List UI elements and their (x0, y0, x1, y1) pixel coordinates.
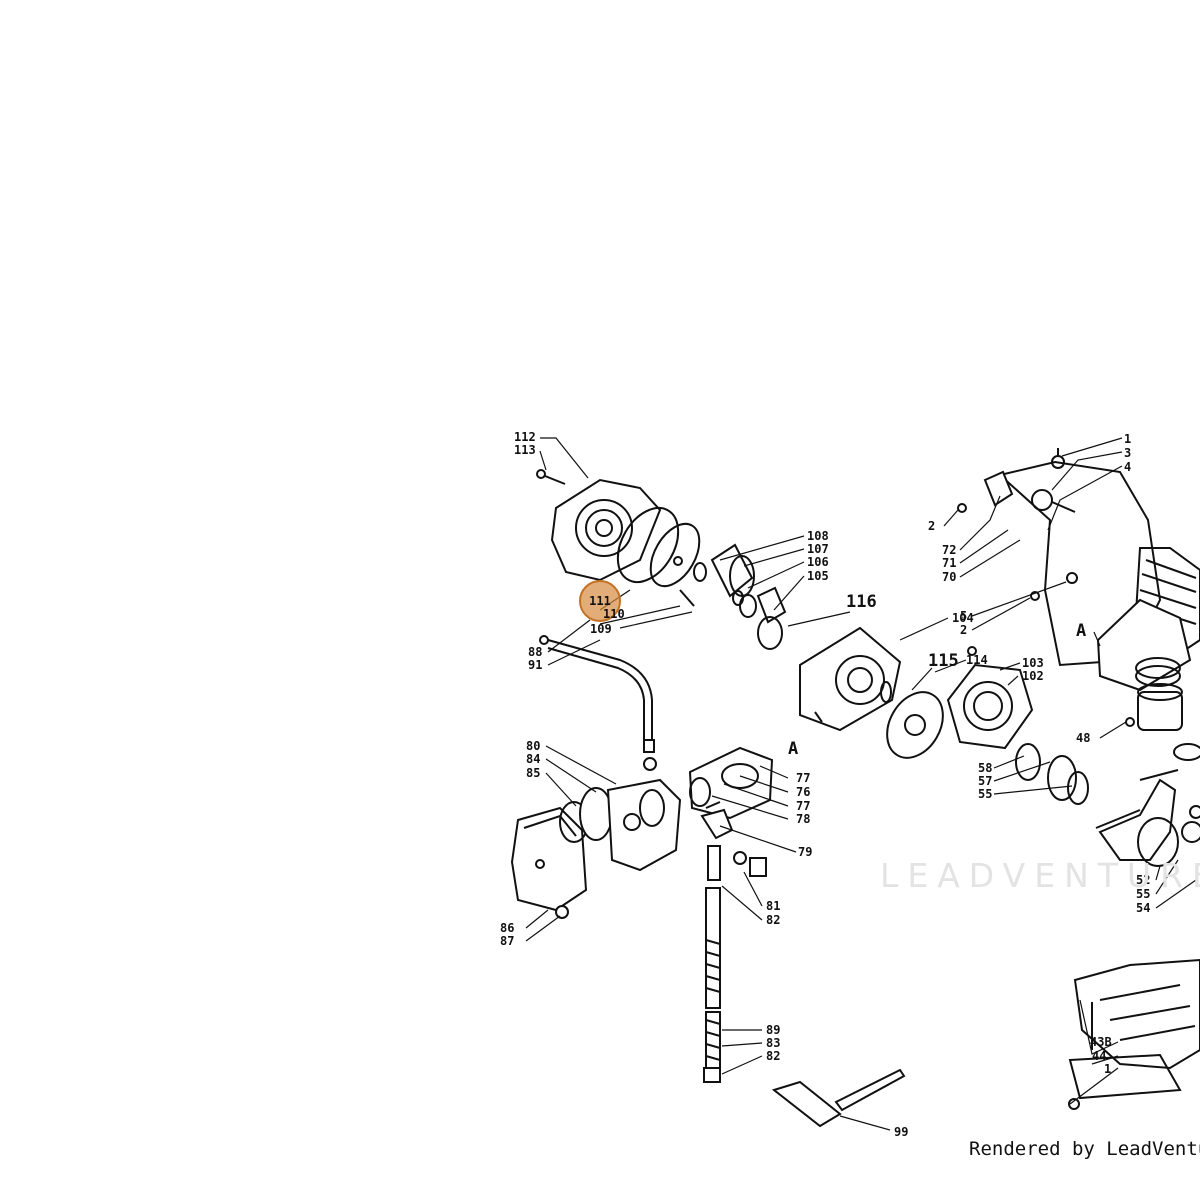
callout-44: 44 (1092, 1049, 1106, 1063)
callout-107: 107 (807, 542, 829, 556)
callout-70: 70 (942, 570, 956, 584)
crankshaft-part (1015, 743, 1200, 867)
callout-76: 76 (796, 785, 810, 799)
magneto-part (880, 681, 944, 759)
callout-103: 103 (1022, 656, 1044, 670)
callout-99: 99 (894, 1125, 908, 1139)
callout-84: 84 (526, 752, 540, 766)
callout-106: 106 (807, 555, 829, 569)
watermark-text: LEADVENTURE (880, 856, 1200, 895)
callout-82-lower: 82 (766, 1049, 780, 1063)
callout-labels: 112 113 109 108 107 106 105 116 104 115 … (500, 430, 1150, 1139)
callout-79: 79 (798, 845, 812, 859)
throttle-lever-part (700, 808, 767, 881)
engine-housing-part (957, 448, 1200, 692)
callout-5: 5 (960, 609, 967, 623)
bearing-housing-part (693, 543, 787, 624)
callout-2-lower: 2 (960, 623, 967, 637)
part-111-hotspot[interactable]: 111 (579, 580, 621, 622)
callout-43B: 43B (1090, 1035, 1112, 1049)
callout-91: 91 (528, 658, 542, 672)
throttle-cable-part (539, 635, 655, 753)
callout-72: 72 (942, 543, 956, 557)
callout-2-upper: 2 (928, 519, 935, 533)
callout-57: 57 (978, 774, 992, 788)
callout-58: 58 (978, 761, 992, 775)
callout-81: 81 (766, 899, 780, 913)
callout-A-engine: A (1076, 621, 1086, 641)
starter-ring-part (616, 507, 680, 583)
callout-109: 109 (590, 622, 612, 636)
callout-48: 48 (1076, 731, 1090, 745)
callout-A-carb: A (788, 739, 798, 759)
air-cleaner-part (510, 806, 588, 919)
callout-104: 104 (952, 611, 974, 625)
callout-87: 87 (500, 934, 514, 948)
callout-85: 85 (526, 766, 540, 780)
callout-4: 4 (1124, 460, 1131, 474)
callout-80: 80 (526, 739, 540, 753)
callout-89: 89 (766, 1023, 780, 1037)
callout-55-left: 55 (978, 787, 992, 801)
render-credit: Rendered by LeadVenture, Inc. (969, 1138, 1200, 1160)
callout-77-upper: 77 (796, 771, 810, 785)
callout-115: 115 (928, 651, 959, 671)
callout-55-right: 55 (1136, 887, 1150, 901)
callout-1-base: 1 (1104, 1062, 1111, 1076)
leader-lines (525, 437, 1197, 1131)
callout-54: 54 (1136, 901, 1150, 915)
callout-86: 86 (500, 921, 514, 935)
drive-shaft-part (703, 887, 721, 1083)
callout-82-upper: 82 (766, 913, 780, 927)
carburetor-part (559, 757, 682, 872)
callout-114: 114 (966, 653, 988, 667)
starter-cover-part (536, 469, 662, 582)
callout-71: 71 (942, 556, 956, 570)
callout-108: 108 (807, 529, 829, 543)
callout-116: 116 (846, 592, 877, 612)
crankcase-part (1068, 958, 1200, 1110)
flywheel-part (757, 616, 902, 732)
callout-78: 78 (796, 812, 810, 826)
callout-88: 88 (528, 645, 542, 659)
callout-77-lower: 77 (796, 799, 810, 813)
callout-102: 102 (1022, 669, 1044, 683)
callout-3: 3 (1124, 446, 1131, 460)
starter-pulley-part (649, 522, 701, 607)
callout-112: 112 (514, 430, 536, 444)
callout-1: 1 (1124, 432, 1131, 446)
crankcase-cover-part (946, 646, 1034, 750)
spark-plug-wrench-part (771, 1068, 906, 1128)
callout-52: 52 (1136, 873, 1150, 887)
callout-113: 113 (514, 443, 536, 457)
hotspot-label: 111 (589, 594, 611, 608)
callout-83: 83 (766, 1036, 780, 1050)
callout-105: 105 (807, 569, 829, 583)
